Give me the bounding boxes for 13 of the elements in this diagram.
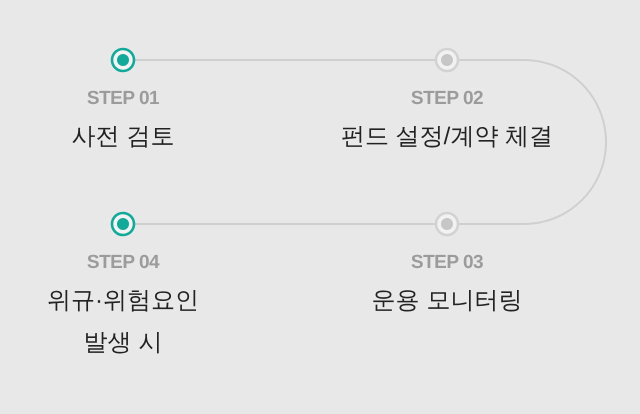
- step-number: STEP 01: [86, 88, 160, 110]
- step-title: 사전 검토: [72, 122, 174, 152]
- step-title: 위규·위험요인 발생 시: [46, 286, 200, 358]
- connector-line: [459, 59, 607, 225]
- step-number: STEP 04: [86, 252, 160, 274]
- step-marker-icon: [434, 211, 460, 237]
- step-marker-icon: [434, 47, 460, 73]
- step-marker-icon: [110, 211, 136, 237]
- step-number: STEP 02: [410, 88, 484, 110]
- step-number: STEP 03: [410, 252, 484, 274]
- step-marker-icon: [110, 47, 136, 73]
- step-title: 펀드 설정/계약 체결: [340, 122, 553, 152]
- step-title: 운용 모니터링: [372, 286, 522, 316]
